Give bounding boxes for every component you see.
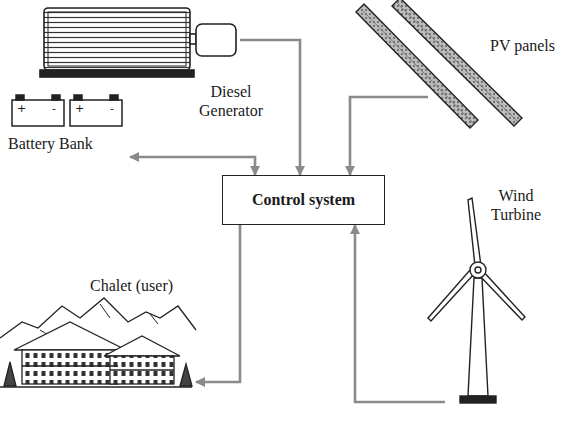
pv-panel-drawing [356,0,522,128]
terminal-sign: - [52,103,56,114]
node-label: Control system [252,190,355,209]
wind-turbine-node: Wind Turbine [445,180,565,406]
power-flow-arrow [196,225,240,382]
terminal-sign: - [110,103,114,114]
pv-node: PV panels [428,0,568,130]
node-label: Battery Bank [8,134,128,153]
control-box: Control system [222,175,385,225]
wind-turbine-drawing [428,198,525,403]
node-label: Diesel Generator [188,82,274,120]
battery-node: Battery Bank [6,90,130,160]
chalet-drawing [0,298,196,387]
power-flow-arrow [350,97,428,175]
generator-node: Diesel Generator [38,4,240,80]
battery-bank-drawing [12,95,122,126]
diesel-generator-drawing [40,8,236,77]
power-flow-arrow [130,157,255,175]
node-label: Chalet (user) [90,276,194,295]
node-label: PV panels [490,36,568,55]
power-flow-arrow [355,225,445,402]
node-label: Wind Turbine [485,186,547,224]
terminal-sign: + [17,103,26,114]
terminal-sign: + [75,103,84,114]
chalet-node: Chalet (user) [0,270,196,390]
